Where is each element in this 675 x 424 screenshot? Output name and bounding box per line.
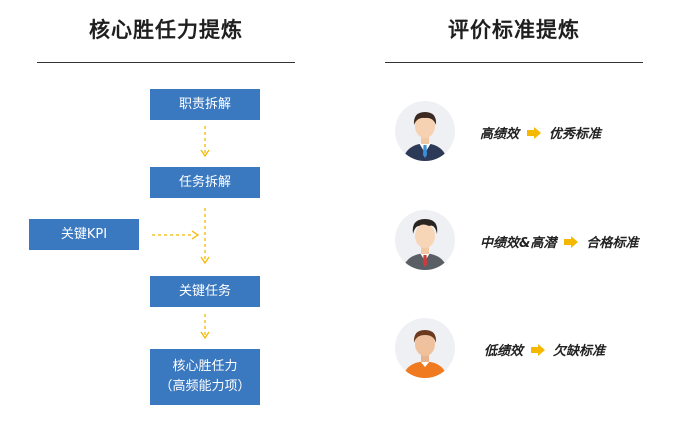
step-box-duty-breakdown: 职责拆解 (150, 89, 260, 120)
criterion-to-high: 优秀标准 (549, 127, 602, 142)
arrowhead-2 (200, 256, 210, 265)
core-competency-sublabel: （高频能力项） (159, 379, 251, 394)
right-arrow-icon (527, 126, 542, 139)
criterion-from-high: 高绩效 (480, 127, 520, 142)
criterion-row-mid: 中绩效&高潜 合格标准 (480, 232, 638, 251)
business-man-avatar (395, 101, 455, 161)
left-title: 核心胜任力提炼 (89, 18, 243, 42)
right-arrow-icon (564, 235, 579, 248)
criterion-from-low: 低绩效 (484, 344, 524, 359)
step-box-task-breakdown: 任务拆解 (150, 167, 260, 198)
input-box-key-kpi: 关键KPI (29, 219, 139, 250)
criterion-to-low: 欠缺标准 (553, 344, 606, 359)
young-man-avatar (395, 210, 455, 270)
step-box-core-competency: 核心胜任力 （高频能力项） (150, 349, 260, 405)
casual-man-avatar (395, 318, 455, 378)
criterion-row-low: 低绩效 欠缺标准 (484, 340, 605, 359)
arrowhead-kpi (191, 230, 200, 240)
step-box-key-tasks: 关键任务 (150, 276, 260, 307)
right-title: 评价标准提炼 (448, 18, 580, 42)
core-competency-label: 核心胜任力 (172, 359, 238, 374)
criterion-to-mid: 合格标准 (586, 236, 639, 251)
criterion-from-mid: 中绩效&高潜 (480, 236, 557, 251)
right-arrow-icon (531, 343, 546, 356)
arrowhead-3 (200, 331, 210, 340)
arrowhead-1 (200, 149, 210, 158)
criterion-row-high: 高绩效 优秀标准 (480, 123, 601, 142)
left-title-underline (37, 62, 295, 63)
right-title-underline (385, 62, 643, 63)
